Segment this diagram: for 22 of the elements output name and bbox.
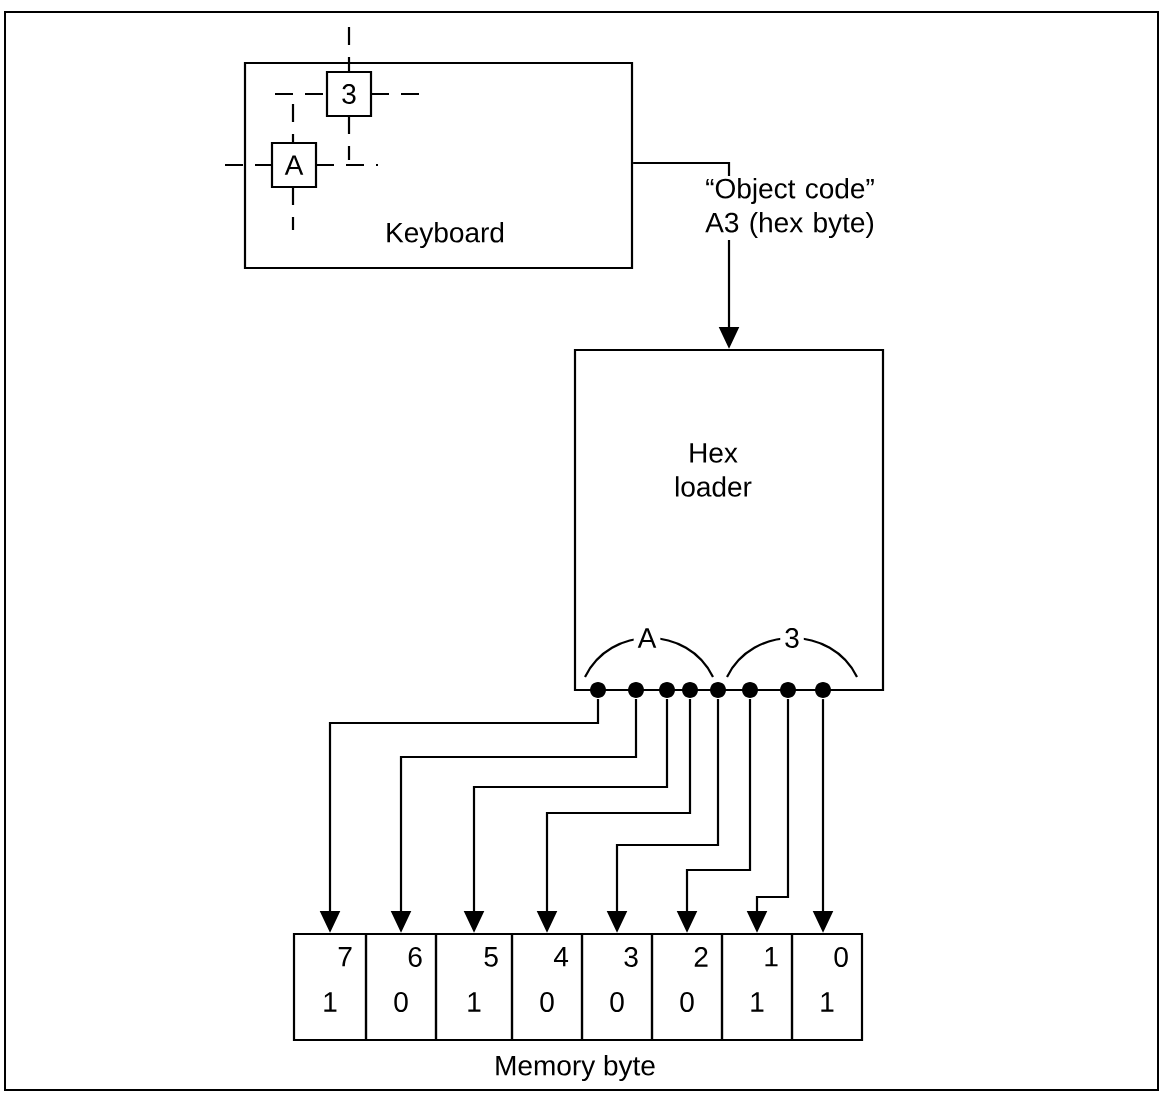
memory-cell: 3 0 xyxy=(580,932,654,1042)
key-cap: 3 xyxy=(325,70,373,118)
memory-cell: 0 1 xyxy=(790,932,864,1042)
key-cap: A xyxy=(270,141,318,189)
connection-dot xyxy=(659,682,675,698)
bracket-label: 3 xyxy=(780,624,804,652)
memory-cell: 1 1 xyxy=(720,932,794,1042)
memory-cell: 7 1 xyxy=(292,932,368,1042)
connection-dot xyxy=(780,682,796,698)
connection-dot xyxy=(815,682,831,698)
caption: Memory byte xyxy=(490,1050,660,1086)
memory-cell: 4 0 xyxy=(510,932,584,1042)
memory-cell: 5 1 xyxy=(434,932,514,1042)
connection-dot xyxy=(742,682,758,698)
connection-dot xyxy=(590,682,606,698)
memory-cell: 2 0 xyxy=(650,932,724,1042)
edge-label: “Object code” A3 (hex byte) xyxy=(688,175,892,241)
connection-dot xyxy=(628,682,644,698)
bracket-label: A xyxy=(633,624,661,652)
memory-cell: 6 0 xyxy=(364,932,438,1042)
connection-dot xyxy=(710,682,726,698)
connection-dot xyxy=(682,682,698,698)
